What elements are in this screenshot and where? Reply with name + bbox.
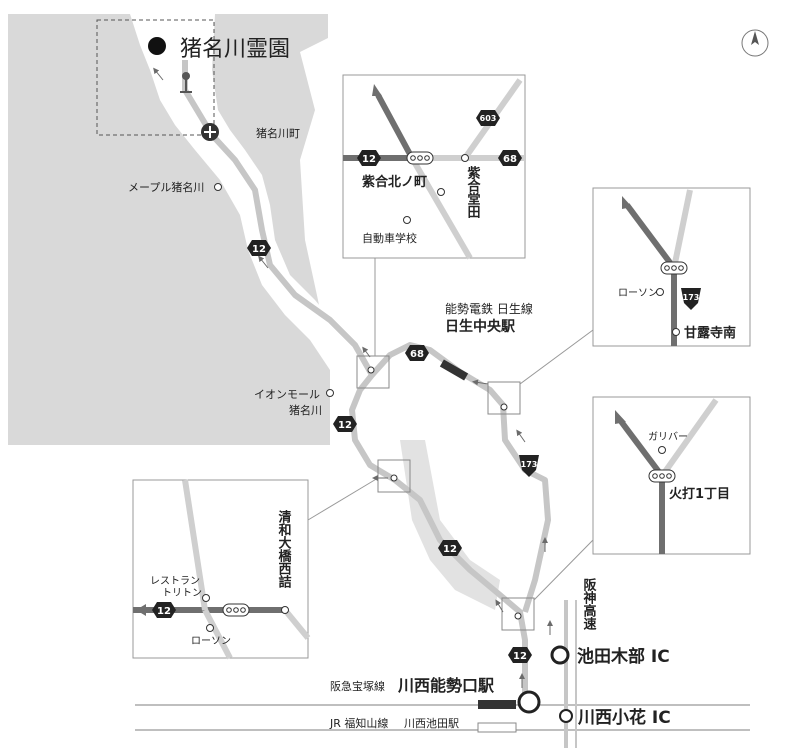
- inagawa-town-label: 猪名川町: [256, 126, 300, 140]
- box-shigo: [356, 355, 390, 389]
- aeon-mall-poi: [326, 389, 334, 397]
- arrow-3: [472, 379, 489, 386]
- cemetery-pin-icon: [180, 78, 192, 93]
- aeon-mall-label-2: 猪名川: [289, 403, 322, 417]
- aeon-mall-label-1: イオンモール: [254, 388, 320, 401]
- route-12-badge-a: 12: [247, 240, 271, 256]
- svg-text:12: 12: [513, 651, 527, 662]
- nissei-station-marker: [439, 359, 469, 381]
- svg-text:12: 12: [362, 154, 376, 165]
- svg-text:68: 68: [503, 154, 517, 165]
- route-12-badge-b: 12: [333, 416, 357, 432]
- nose-line-label: 能勢電鉄 日生線: [445, 301, 533, 316]
- seiwa-restaurant-label-2: トリトン: [162, 588, 202, 599]
- leader-seiwa: [307, 477, 379, 521]
- hiuchi-intersection-label: 火打1丁目: [669, 486, 730, 502]
- shigo-school-label: 自動車学校: [362, 231, 417, 245]
- hiuchi-store-label: ガリバー: [648, 431, 688, 443]
- kanro-intersection-label: 甘露寺南: [684, 325, 736, 341]
- svg-text:12: 12: [252, 244, 266, 255]
- kawanishi-ikeda-station-marker: [477, 722, 517, 733]
- shigo-intersection-label: 紫合北ノ町: [362, 174, 427, 190]
- hankyu-line-label: 阪急宝塚線: [330, 679, 385, 693]
- maple-inagawa-poi: [214, 183, 222, 191]
- jr-line-label: JR 福知山線: [329, 716, 388, 730]
- svg-text:12: 12: [443, 544, 457, 555]
- ikeda-kibe-ic-marker: [550, 645, 570, 665]
- kawanishi-obana-ic-marker: [559, 709, 573, 723]
- route-12-badge-c: 12: [438, 540, 462, 556]
- leader-hiuchi: [533, 539, 594, 601]
- kawanishi-nose-station-marker: [478, 700, 516, 709]
- cemetery-frame: [96, 19, 215, 136]
- arrow-7: [495, 599, 504, 613]
- arrow-2: [258, 255, 269, 269]
- box-hiuchi-dot: [514, 612, 522, 620]
- ikeda-kibe-ic-label: 池田木部 IC: [577, 646, 670, 667]
- inset-seiwa: 12: [132, 479, 311, 660]
- grey-parcel: [400, 440, 500, 610]
- route-12-road: [182, 60, 528, 700]
- inset-shigo: 12 68 603: [342, 74, 526, 260]
- svg-text:68: 68: [410, 349, 424, 360]
- box-kanro: [487, 381, 521, 415]
- kawanishi-ikeda-station-label: 川西池田駅: [404, 717, 459, 730]
- inset-kanro: 173: [592, 187, 751, 347]
- seiwa-store-label: ローソン: [191, 636, 231, 647]
- kanro-store-label: ローソン: [618, 288, 658, 299]
- box-kanro-dot: [500, 403, 508, 411]
- cemetery-dot: [148, 37, 166, 55]
- cemetery-title: 猪名川霊園: [180, 37, 290, 62]
- arrow-1: [153, 67, 164, 81]
- svg-text:173: 173: [521, 460, 538, 469]
- box-shigo-dot: [367, 366, 375, 374]
- shigo-vertical-road-label: 紫合堂田: [465, 165, 481, 219]
- svg-text:12: 12: [157, 606, 171, 617]
- inset-hiuchi: [592, 396, 751, 555]
- svg-text:12: 12: [338, 420, 352, 431]
- kawanishi-nose-circle: [517, 690, 541, 714]
- maple-inagawa-label: メープル猪名川: [128, 180, 204, 194]
- inagawa-town-area: [8, 14, 330, 445]
- kawanishi-obana-ic-label: 川西小花 IC: [577, 707, 671, 728]
- svg-text:173: 173: [683, 293, 700, 302]
- seiwa-restaurant-label-1: レストラン: [150, 575, 200, 587]
- hanshin-expwy-label: 阪神高速: [581, 578, 597, 631]
- box-seiwa-dot: [390, 474, 398, 482]
- seiwa-intersection-label: 清和大橋西詰: [276, 509, 292, 589]
- svg-text:603: 603: [480, 114, 497, 123]
- nissei-station-label: 日生中央駅: [445, 318, 516, 335]
- arrow-4: [516, 429, 526, 443]
- arrow-10: [362, 346, 371, 358]
- compass-north-icon: [741, 29, 769, 57]
- cemetery-pin-head: [182, 72, 190, 80]
- leader-kanro: [519, 329, 594, 385]
- kawanishi-nose-station-label: 川西能勢口駅: [397, 676, 495, 695]
- route-173-badge: 173: [519, 455, 539, 477]
- entrance-cross: [204, 126, 216, 138]
- box-seiwa: [377, 459, 411, 493]
- box-hiuchi: [501, 597, 535, 631]
- river-corridor: [130, 14, 360, 380]
- route-12-badge-d: 12: [508, 647, 532, 663]
- route-68-badge: 68: [405, 345, 429, 361]
